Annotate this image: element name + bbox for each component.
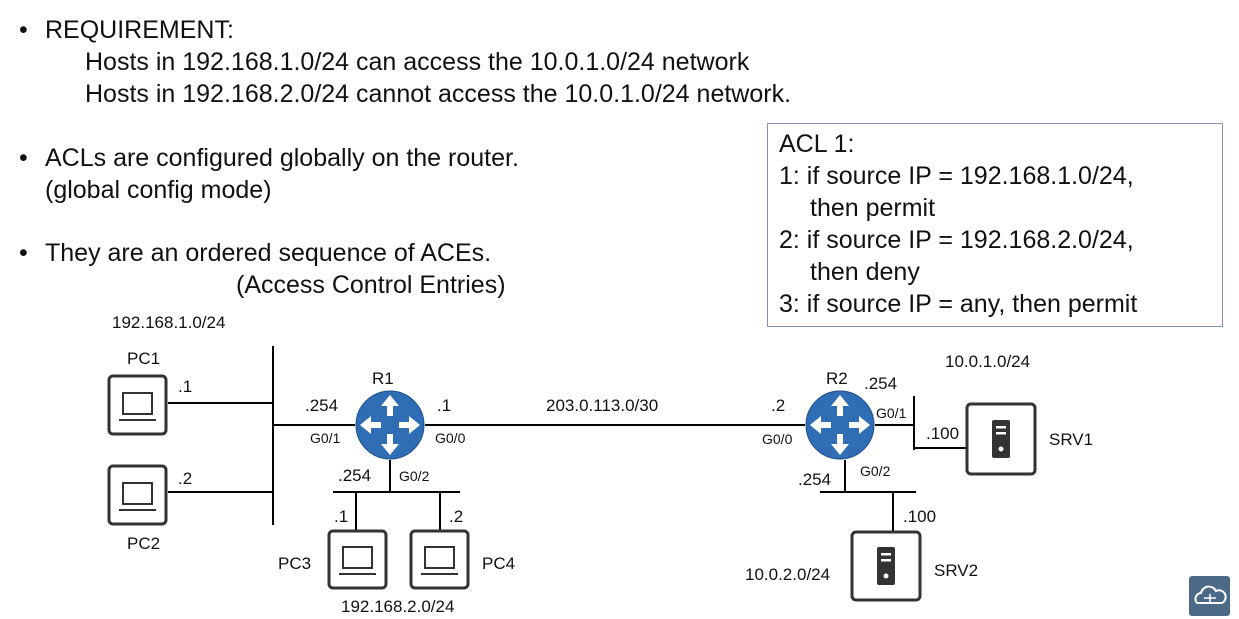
pc4-name: PC4 <box>482 554 516 573</box>
acl-title: ACL 1: <box>779 130 855 158</box>
srv1-icon <box>965 402 1037 476</box>
srv1-ip: .100 <box>926 424 960 443</box>
r2-g01-label: G0/1 <box>876 405 907 421</box>
r1-g00-ip: .1 <box>437 396 452 415</box>
srv2-ip: .100 <box>903 507 937 526</box>
r1-g01-label: G0/1 <box>310 430 341 446</box>
net-label-192-168-2: 192.168.2.0/24 <box>341 597 455 616</box>
srv2-icon <box>850 530 922 602</box>
r1-router-icon <box>355 390 425 460</box>
r1-g01-ip: .254 <box>305 396 339 415</box>
pc3-ip: .1 <box>334 507 349 526</box>
bullet-dot: • <box>19 16 28 44</box>
net-label-192-168-1: 192.168.1.0/24 <box>112 313 226 332</box>
bullet-dot: • <box>19 239 28 267</box>
r1-g02-label: G0/2 <box>399 468 430 484</box>
pc2-ip: .2 <box>178 469 193 488</box>
r1-g00-label: G0/0 <box>435 430 466 446</box>
r2-g01-ip: .254 <box>864 374 898 393</box>
bullet-acl-global: • ACLs are configured globally on the ro… <box>19 142 519 174</box>
requirement-title: REQUIREMENT: <box>45 16 234 44</box>
net-label-10-0-2: 10.0.2.0/24 <box>745 565 831 584</box>
bullet-dot: • <box>19 144 28 172</box>
net-label-10-0-1: 10.0.1.0/24 <box>945 352 1031 371</box>
r1-g02-ip: .254 <box>338 466 372 485</box>
r2-g00-ip: .2 <box>771 396 786 415</box>
acl-global-line-1: ACLs are configured globally on the rout… <box>45 144 519 172</box>
pc2-icon <box>107 464 168 526</box>
r2-name: R2 <box>826 369 848 388</box>
pc1-icon <box>107 374 168 436</box>
acl-entry-3: 3: if source IP = any, then permit <box>779 290 1138 318</box>
ordered-line-2: (Access Control Entries) <box>236 271 506 299</box>
pc2-name: PC2 <box>127 534 161 553</box>
pc1-ip: .1 <box>178 377 193 396</box>
cloud-logo-icon <box>1189 576 1230 616</box>
acl-global-line-2: (global config mode) <box>45 176 272 204</box>
srv2-name: SRV2 <box>934 561 979 580</box>
acl-entry-1-action: then permit <box>810 194 936 222</box>
bullet-requirement: • REQUIREMENT: <box>19 14 234 46</box>
ordered-line-1: They are an ordered sequence of ACEs. <box>45 239 492 267</box>
pc3-name: PC3 <box>278 554 312 573</box>
r1-name: R1 <box>372 369 394 388</box>
acl-entry-2: 2: if source IP = 192.168.2.0/24, <box>779 226 1134 254</box>
pc4-icon <box>409 529 470 590</box>
acl-box <box>767 123 1223 327</box>
acl-entry-2-action: then deny <box>810 258 920 286</box>
r2-g02-label: G0/2 <box>860 463 891 479</box>
r2-g02-ip: .254 <box>798 470 832 489</box>
srv1-name: SRV1 <box>1049 430 1094 449</box>
requirement-line-2: Hosts in 192.168.2.0/24 cannot access th… <box>85 80 792 108</box>
requirement-line-1: Hosts in 192.168.1.0/24 can access the 1… <box>85 48 750 76</box>
r2-router-icon <box>805 390 875 460</box>
acl-entry-1: 1: if source IP = 192.168.1.0/24, <box>779 162 1134 190</box>
pc3-icon <box>327 529 388 590</box>
net-label-wan: 203.0.113.0/30 <box>546 396 659 415</box>
pc4-ip: .2 <box>449 507 464 526</box>
bullet-ordered: • They are an ordered sequence of ACEs. <box>19 237 492 269</box>
r2-g00-label: G0/0 <box>762 431 793 447</box>
pc1-name: PC1 <box>127 349 161 368</box>
